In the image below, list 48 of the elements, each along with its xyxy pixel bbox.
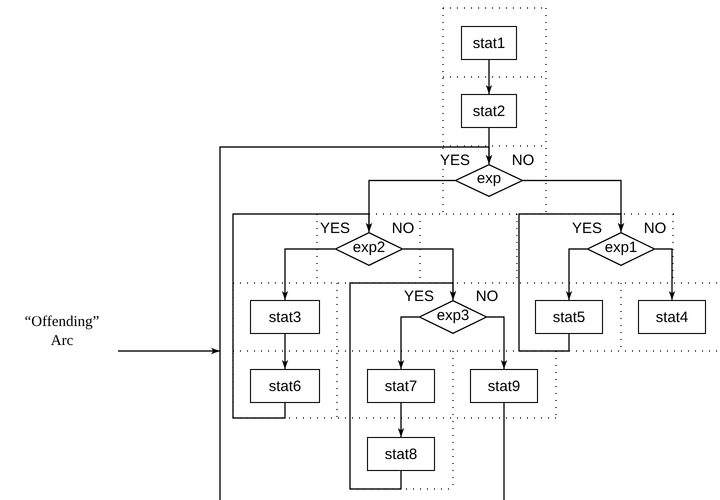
edge-label: NO <box>510 153 536 168</box>
connector-arrow <box>655 248 676 300</box>
edge-label: NO <box>642 221 668 236</box>
edge-label: NO <box>474 289 500 304</box>
process-box <box>367 437 435 471</box>
edge-label: YES <box>403 289 435 304</box>
node-label: stat5 <box>552 310 586 324</box>
decision-diamond <box>335 232 403 266</box>
connector-arrow <box>282 248 335 300</box>
edge-label: YES <box>439 153 471 168</box>
connector-arrow <box>518 213 624 352</box>
connector-arrow <box>282 334 288 369</box>
node-label: exp3 <box>436 308 470 322</box>
connector-arrow <box>398 403 404 437</box>
node-label: stat7 <box>384 378 418 394</box>
process-box <box>250 369 320 403</box>
process-box <box>461 26 517 60</box>
connector-arrow <box>398 316 419 369</box>
node-label: exp2 <box>352 240 386 254</box>
node-label: stat3 <box>268 310 302 324</box>
connector-arrow <box>487 316 508 369</box>
edge-label: YES <box>571 221 603 236</box>
decision-diamond <box>587 232 655 266</box>
connector-arrow <box>232 213 372 419</box>
process-box <box>470 369 538 403</box>
edge-label: NO <box>390 221 416 236</box>
process-box <box>638 300 706 334</box>
process-box <box>535 300 603 334</box>
connector-arrow <box>349 282 456 490</box>
decision-diamond <box>455 164 523 197</box>
edge-label: YES <box>319 221 351 236</box>
node-label: stat6 <box>268 378 302 394</box>
decision-diamond <box>419 300 487 334</box>
process-box <box>250 300 320 334</box>
node-label: stat8 <box>384 446 418 462</box>
annotation-text: “Offending” Arc <box>24 313 100 351</box>
node-label: exp <box>476 171 502 186</box>
connector-arrow <box>566 248 587 300</box>
node-label: stat9 <box>488 378 520 394</box>
node-label: stat1 <box>472 36 506 50</box>
node-label: stat4 <box>656 310 688 324</box>
connector-arrow <box>486 60 492 94</box>
connector-arrow <box>118 348 220 354</box>
node-label: exp1 <box>604 240 638 254</box>
connector-arrow <box>219 146 492 500</box>
process-box <box>367 369 435 403</box>
node-label: stat2 <box>472 104 506 118</box>
process-box <box>461 94 517 128</box>
